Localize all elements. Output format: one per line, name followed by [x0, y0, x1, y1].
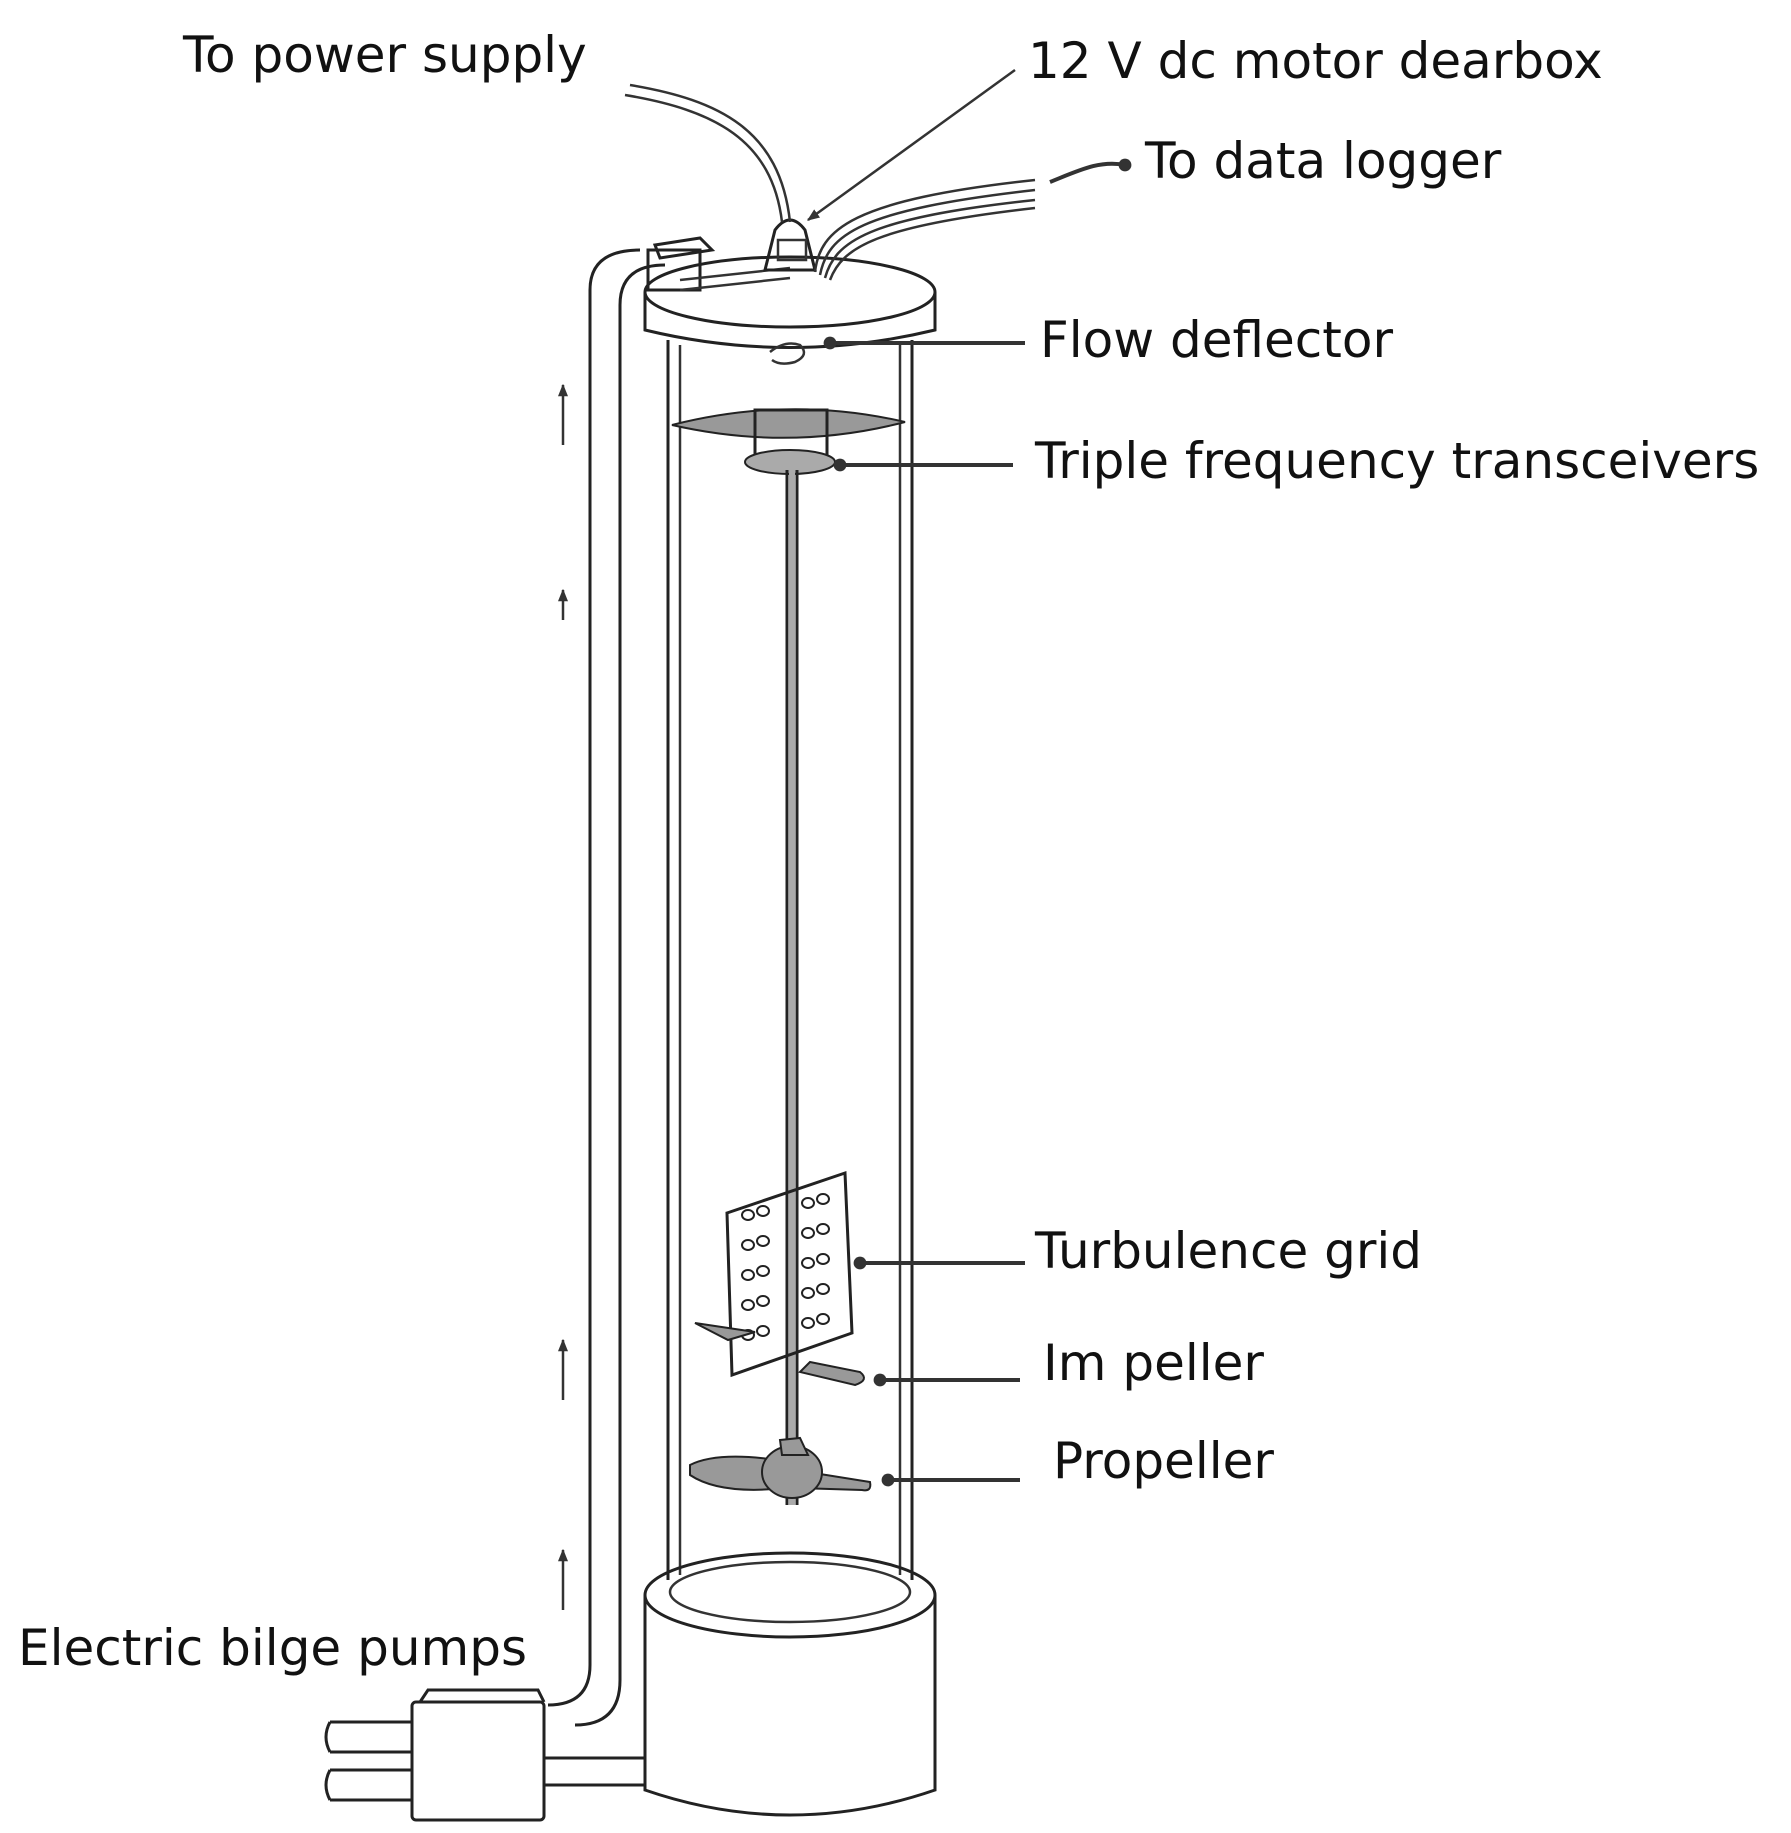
impeller: [694, 1322, 865, 1387]
top-cap: [643, 236, 937, 349]
label-impeller: Im peller: [1043, 1334, 1264, 1392]
label-power-supply: To power supply: [182, 26, 587, 84]
grid-hole: [816, 1283, 830, 1295]
label-transceivers: Triple frequency transceivers: [1034, 432, 1759, 490]
label-propeller: Propeller: [1053, 1432, 1274, 1490]
grid-hole: [801, 1317, 815, 1329]
base-reservoir: [643, 1551, 937, 1817]
grid-hole: [741, 1299, 755, 1311]
data-logger-cables: [813, 178, 1036, 281]
drive-shaft: [785, 470, 799, 1505]
grid-hole: [816, 1313, 830, 1325]
transceiver-assembly: [671, 408, 906, 475]
label-bilge-pumps: Electric bilge pumps: [18, 1619, 527, 1677]
grid-hole: [816, 1223, 830, 1235]
turbulence-grid: [725, 1170, 854, 1378]
grid-hole: [756, 1325, 770, 1337]
return-pipe: [547, 248, 666, 1727]
grid-hole: [756, 1295, 770, 1307]
grid-hole: [816, 1253, 830, 1265]
grid-holes: [741, 1193, 830, 1341]
grid-hole: [801, 1227, 815, 1239]
grid-hole: [741, 1209, 755, 1221]
grid-hole: [801, 1287, 815, 1299]
motor-gearbox: [763, 218, 817, 272]
label-turbulence-grid: Turbulence grid: [1034, 1222, 1422, 1280]
grid-hole: [741, 1239, 755, 1251]
label-data-logger: To data logger: [1144, 132, 1502, 190]
column-tube: [666, 340, 914, 1580]
grid-hole: [741, 1269, 755, 1281]
electric-bilge-pump: [324, 1688, 645, 1822]
label-flow-deflector: Flow deflector: [1040, 311, 1393, 369]
propeller: [689, 1436, 872, 1499]
grid-hole: [801, 1257, 815, 1269]
flow-deflector: [769, 342, 806, 365]
power-cable: [629, 83, 792, 223]
leader-lines: [806, 68, 1132, 1487]
grid-hole: [801, 1197, 815, 1209]
grid-hole: [756, 1265, 770, 1277]
grid-hole: [816, 1193, 830, 1205]
grid-hole: [756, 1235, 770, 1247]
grid-hole: [756, 1205, 770, 1217]
label-motor-gearbox: 12 V dc motor dearbox: [1028, 32, 1603, 90]
